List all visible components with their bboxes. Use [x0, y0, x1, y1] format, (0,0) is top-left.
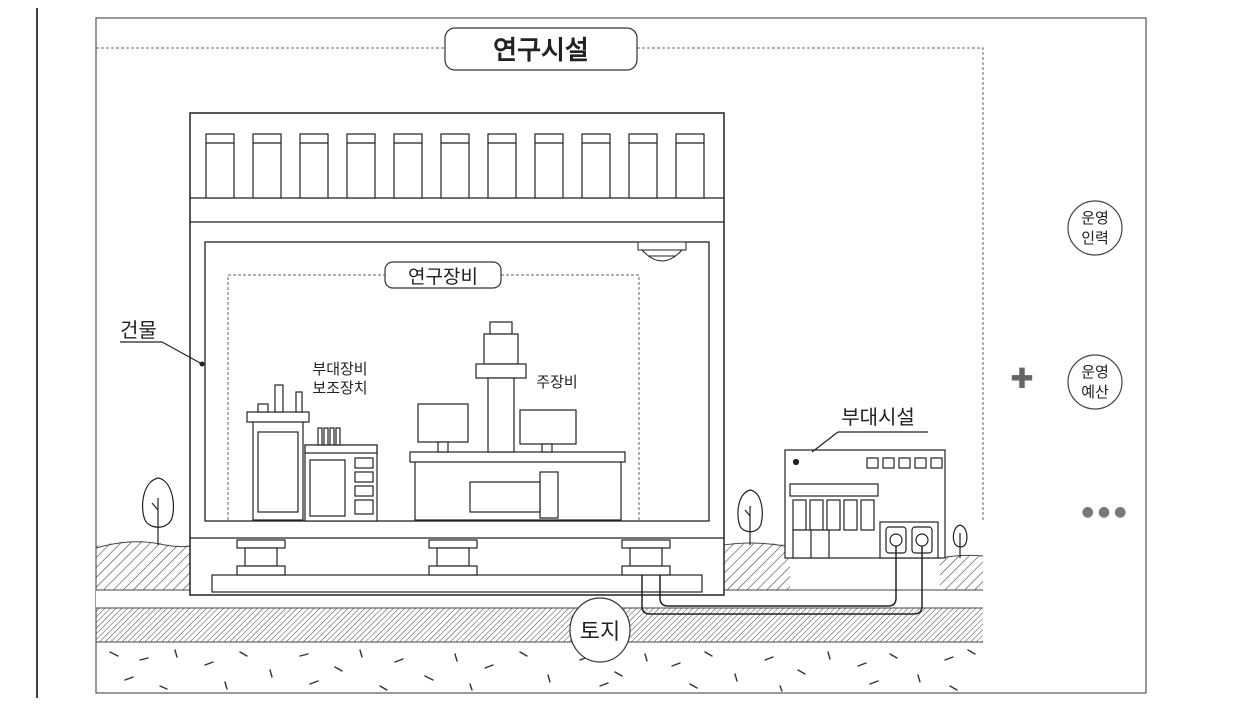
- auxiliary-equipment: [246, 384, 378, 522]
- research-equipment-boundary: 연구장비: [227, 261, 640, 520]
- tree-middle: [737, 489, 763, 545]
- svg-text:부대시설: 부대시설: [841, 405, 915, 429]
- building-label-text: 건물: [120, 318, 157, 342]
- building-label: 건물: [120, 318, 205, 367]
- vibration-isolators: [236, 539, 671, 576]
- tree-left: [142, 477, 175, 545]
- equipment-title-text: 연구장비: [408, 266, 478, 288]
- svg-text:운영: 운영: [1081, 363, 1109, 381]
- outer-frame: [36, 8, 1147, 698]
- svg-text:운영: 운영: [1081, 209, 1109, 227]
- operating-budget-badge: 운영 예산: [1067, 354, 1123, 410]
- auxiliary-equipment-label: 부대장비 보조장치: [312, 360, 367, 397]
- soil: [109, 649, 976, 692]
- auxiliary-facility-label: 부대시설: [811, 405, 928, 453]
- main-equipment: [409, 321, 626, 521]
- facility-title-text: 연구시설: [493, 36, 589, 66]
- svg-text:부대장비: 부대장비: [312, 360, 367, 378]
- svg-text:●●●: ●●●: [1082, 504, 1131, 520]
- utility-cables: [641, 546, 923, 615]
- research-facility-boundary: [96, 47, 984, 520]
- land-strata: [96, 589, 983, 643]
- svg-text:✚: ✚: [1010, 362, 1033, 395]
- operating-staff-badge: 운영 인력: [1067, 200, 1123, 256]
- svg-text:보조장치: 보조장치: [312, 379, 367, 397]
- svg-text:인력: 인력: [1081, 229, 1109, 247]
- auxiliary-facility: [784, 449, 946, 559]
- roof-panels: [205, 133, 705, 199]
- land-label-text: 토지: [580, 620, 620, 645]
- svg-text:주장비: 주장비: [536, 373, 577, 391]
- land-label: 토지: [569, 597, 631, 663]
- facility-title: 연구시설: [444, 27, 638, 71]
- ceiling-camera: [637, 241, 687, 262]
- svg-text:예산: 예산: [1081, 383, 1109, 401]
- plus-icon: ✚: [1010, 362, 1033, 395]
- more-items-ellipsis: ●●●: [1082, 504, 1131, 520]
- main-equipment-label: 주장비: [536, 373, 577, 391]
- tree-small: [952, 524, 968, 558]
